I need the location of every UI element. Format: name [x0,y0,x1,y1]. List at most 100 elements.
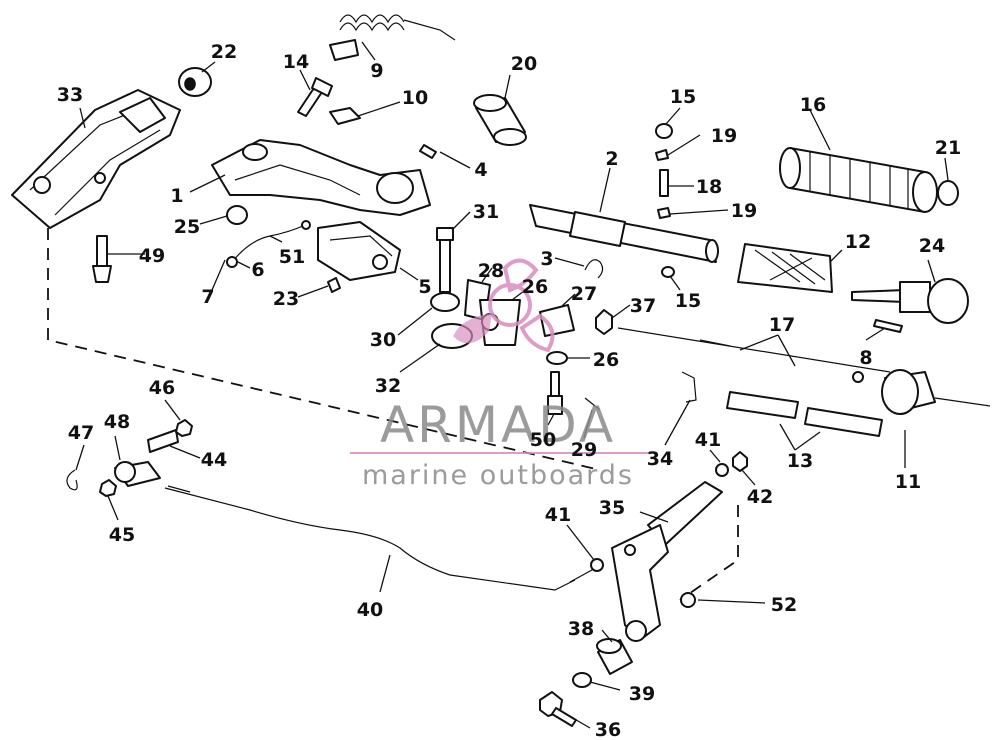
label-part-27: 27 [571,283,597,305]
label-part-44: 44 [201,449,227,471]
label-part-18: 18 [696,176,722,198]
part-24-key-switch [851,278,969,324]
label-part-21: 21 [935,137,961,159]
label-part-35: 35 [599,497,625,519]
label-part-28: 28 [478,260,504,282]
label-part-25: 25 [174,216,200,238]
part-46-nut [175,419,193,437]
label-part-50: 50 [530,429,556,451]
label-part-33: 33 [57,84,83,106]
label-part-47: 47 [68,422,94,444]
part-29-pin [584,397,601,411]
label-part-11: 11 [895,471,921,493]
part-10-clip [329,107,361,125]
part-41-nut-lower [590,558,604,572]
label-part-34: 34 [647,448,673,470]
part-21-cap [937,180,959,206]
label-part-23: 23 [273,288,299,310]
part-4-pin [419,144,437,159]
label-part-4: 4 [474,159,487,181]
label-part-3: 3 [540,248,553,270]
part-16-grip [779,147,938,213]
part-34-clip [681,371,697,403]
part-47-clip [66,469,78,491]
label-part-40: 40 [357,599,383,621]
part-30-washer [430,292,460,312]
label-part-49: 49 [139,245,165,267]
label-part-7: 7 [201,286,214,308]
part-33-bracket [11,89,181,229]
label-part-30: 30 [370,329,396,351]
part-48-ball-joint [114,461,161,487]
part-23-screw [327,277,341,293]
label-part-6: 6 [251,259,264,281]
part-41-nut-upper [715,463,729,477]
label-part-5: 5 [418,276,431,298]
label-part-48: 48 [104,411,130,433]
label-part-51: 51 [279,246,305,268]
label-part-45: 45 [109,524,135,546]
armada-watermark: ARMADA marine outboards [350,258,650,491]
label-part-37: 37 [630,295,656,317]
label-part-19-bottom: 19 [731,200,757,222]
part-35-lever [611,481,723,642]
label-part-14: 14 [283,51,309,73]
label-part-38: 38 [568,618,594,640]
label-part-8: 8 [859,347,872,369]
label-part-17: 17 [769,314,795,336]
part-19-clip-top [655,149,669,161]
part-40-link-rod [164,485,593,591]
label-part-26-upper: 26 [522,276,548,298]
part-labels: 33 22 14 9 10 20 4 1 25 49 51 6 7 23 31 … [57,41,961,740]
label-part-31: 31 [473,201,499,223]
label-part-42: 42 [747,486,773,508]
part-42-nut [732,451,748,472]
part-18-screw [659,169,669,197]
label-part-41-upper: 41 [695,429,721,451]
part-5-switch-plate [317,221,401,281]
label-part-41-lower: 41 [545,504,571,526]
part-45-nut [99,479,117,497]
part-52-washer [680,592,696,608]
watermark-tagline: marine outboards [362,460,634,491]
label-part-29: 29 [571,439,597,461]
part-22-cap [178,67,212,97]
part-9-spring-lanyard [329,14,456,61]
label-part-9: 9 [370,60,383,82]
label-part-19-top: 19 [711,125,737,147]
label-part-39: 39 [629,683,655,705]
part-13-tubes [726,391,883,437]
part-27-bracket [539,304,575,337]
part-49-bolt [92,235,112,283]
part-25-bushing [226,205,248,225]
part-15-cap-bottom [661,266,675,278]
part-26-washer [546,351,568,365]
part-14-screw [297,77,333,117]
part-19-clip-bottom [657,207,671,219]
label-part-16: 16 [800,94,826,116]
label-part-24: 24 [919,235,945,257]
label-part-20: 20 [511,53,537,75]
label-part-32: 32 [375,375,401,397]
part-1-handle-housing [211,139,431,216]
label-part-46: 46 [149,377,175,399]
part-37-nut [595,309,613,335]
part-20-bushing [473,94,527,146]
part-3-spring [584,259,604,279]
label-part-22: 22 [211,41,237,63]
label-part-2: 2 [605,148,618,170]
label-part-52: 52 [771,594,797,616]
label-part-36: 36 [595,719,621,740]
label-part-13: 13 [787,450,813,472]
label-part-15-top: 15 [670,86,696,108]
part-31-bolt [436,227,454,293]
part-8-pin [873,319,903,333]
part-2-shaft [529,204,719,263]
label-part-10: 10 [402,87,428,109]
watermark-divider [350,452,650,454]
part-17-cable [617,327,891,383]
label-part-26-lower: 26 [593,349,619,371]
part-44-stud [147,429,179,453]
label-part-12: 12 [845,231,871,253]
leader-lines [75,41,949,729]
